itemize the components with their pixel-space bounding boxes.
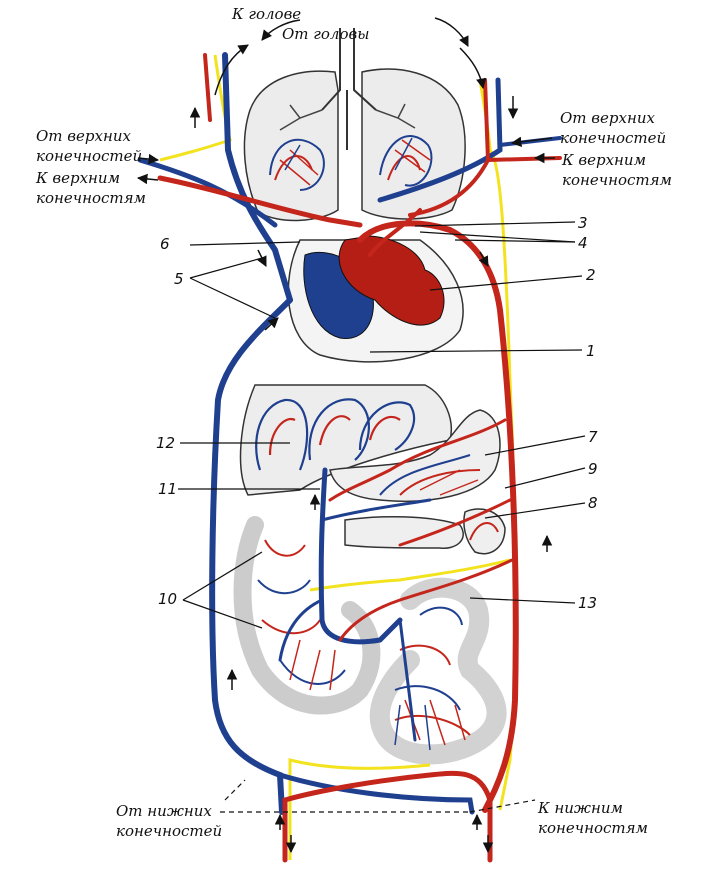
- label-from-lower-1: От нижних: [116, 802, 212, 820]
- bronchi: [279, 103, 416, 131]
- label-from-lower-2: конечностей: [116, 822, 223, 840]
- veins: [137, 52, 562, 815]
- label-from-head: От головы: [282, 25, 370, 43]
- callout-9: 9: [588, 460, 598, 478]
- heart: [287, 235, 464, 363]
- callout-5: 5: [174, 270, 184, 288]
- callout-2: 2: [586, 266, 596, 284]
- large-intestine: [233, 516, 381, 715]
- arteries: [157, 53, 562, 863]
- label-to-lower-2: конечностям: [538, 819, 648, 837]
- label-to-upper-right-2: конечностям: [562, 171, 672, 189]
- flow-arrows: [136, 17, 555, 854]
- callout-11: 11: [158, 480, 178, 498]
- trachea: [321, 28, 377, 150]
- right-lung: [361, 68, 466, 220]
- label-to-lower-1: К нижним: [538, 799, 623, 817]
- label-from-upper-left-2: конечностей: [36, 147, 143, 165]
- callout-13: 13: [578, 594, 598, 612]
- superior-vena-cava: [222, 52, 293, 303]
- left-lung: [243, 70, 339, 222]
- label-to-upper-left-2: конечностям: [36, 189, 146, 207]
- label-to-upper-left-1: К верхним: [36, 169, 121, 187]
- label-from-upper-right-2: конечностей: [560, 129, 667, 147]
- callout-12: 12: [156, 434, 176, 452]
- leader-lines: [178, 221, 586, 813]
- label-from-upper-right-1: От верхних: [560, 109, 655, 127]
- callout-7: 7: [588, 428, 598, 446]
- lungs: [243, 28, 466, 222]
- liver: [239, 384, 452, 496]
- portal-vein: [318, 467, 403, 645]
- inferior-vena-cava: [209, 297, 293, 815]
- label-to-head: К голове: [232, 5, 302, 23]
- label-to-upper-right-1: К верхним: [562, 151, 647, 169]
- aorta: [357, 220, 519, 813]
- callout-6: 6: [160, 235, 170, 253]
- left-ventricle: [338, 235, 445, 326]
- callout-4: 4: [578, 234, 588, 252]
- callout-8: 8: [588, 494, 598, 512]
- pancreas: [344, 516, 464, 549]
- small-intestine: [369, 577, 507, 765]
- label-from-upper-left-1: От верхних: [36, 127, 131, 145]
- callout-10: 10: [158, 590, 178, 608]
- callout-3: 3: [578, 214, 588, 232]
- callout-1: 1: [586, 342, 596, 360]
